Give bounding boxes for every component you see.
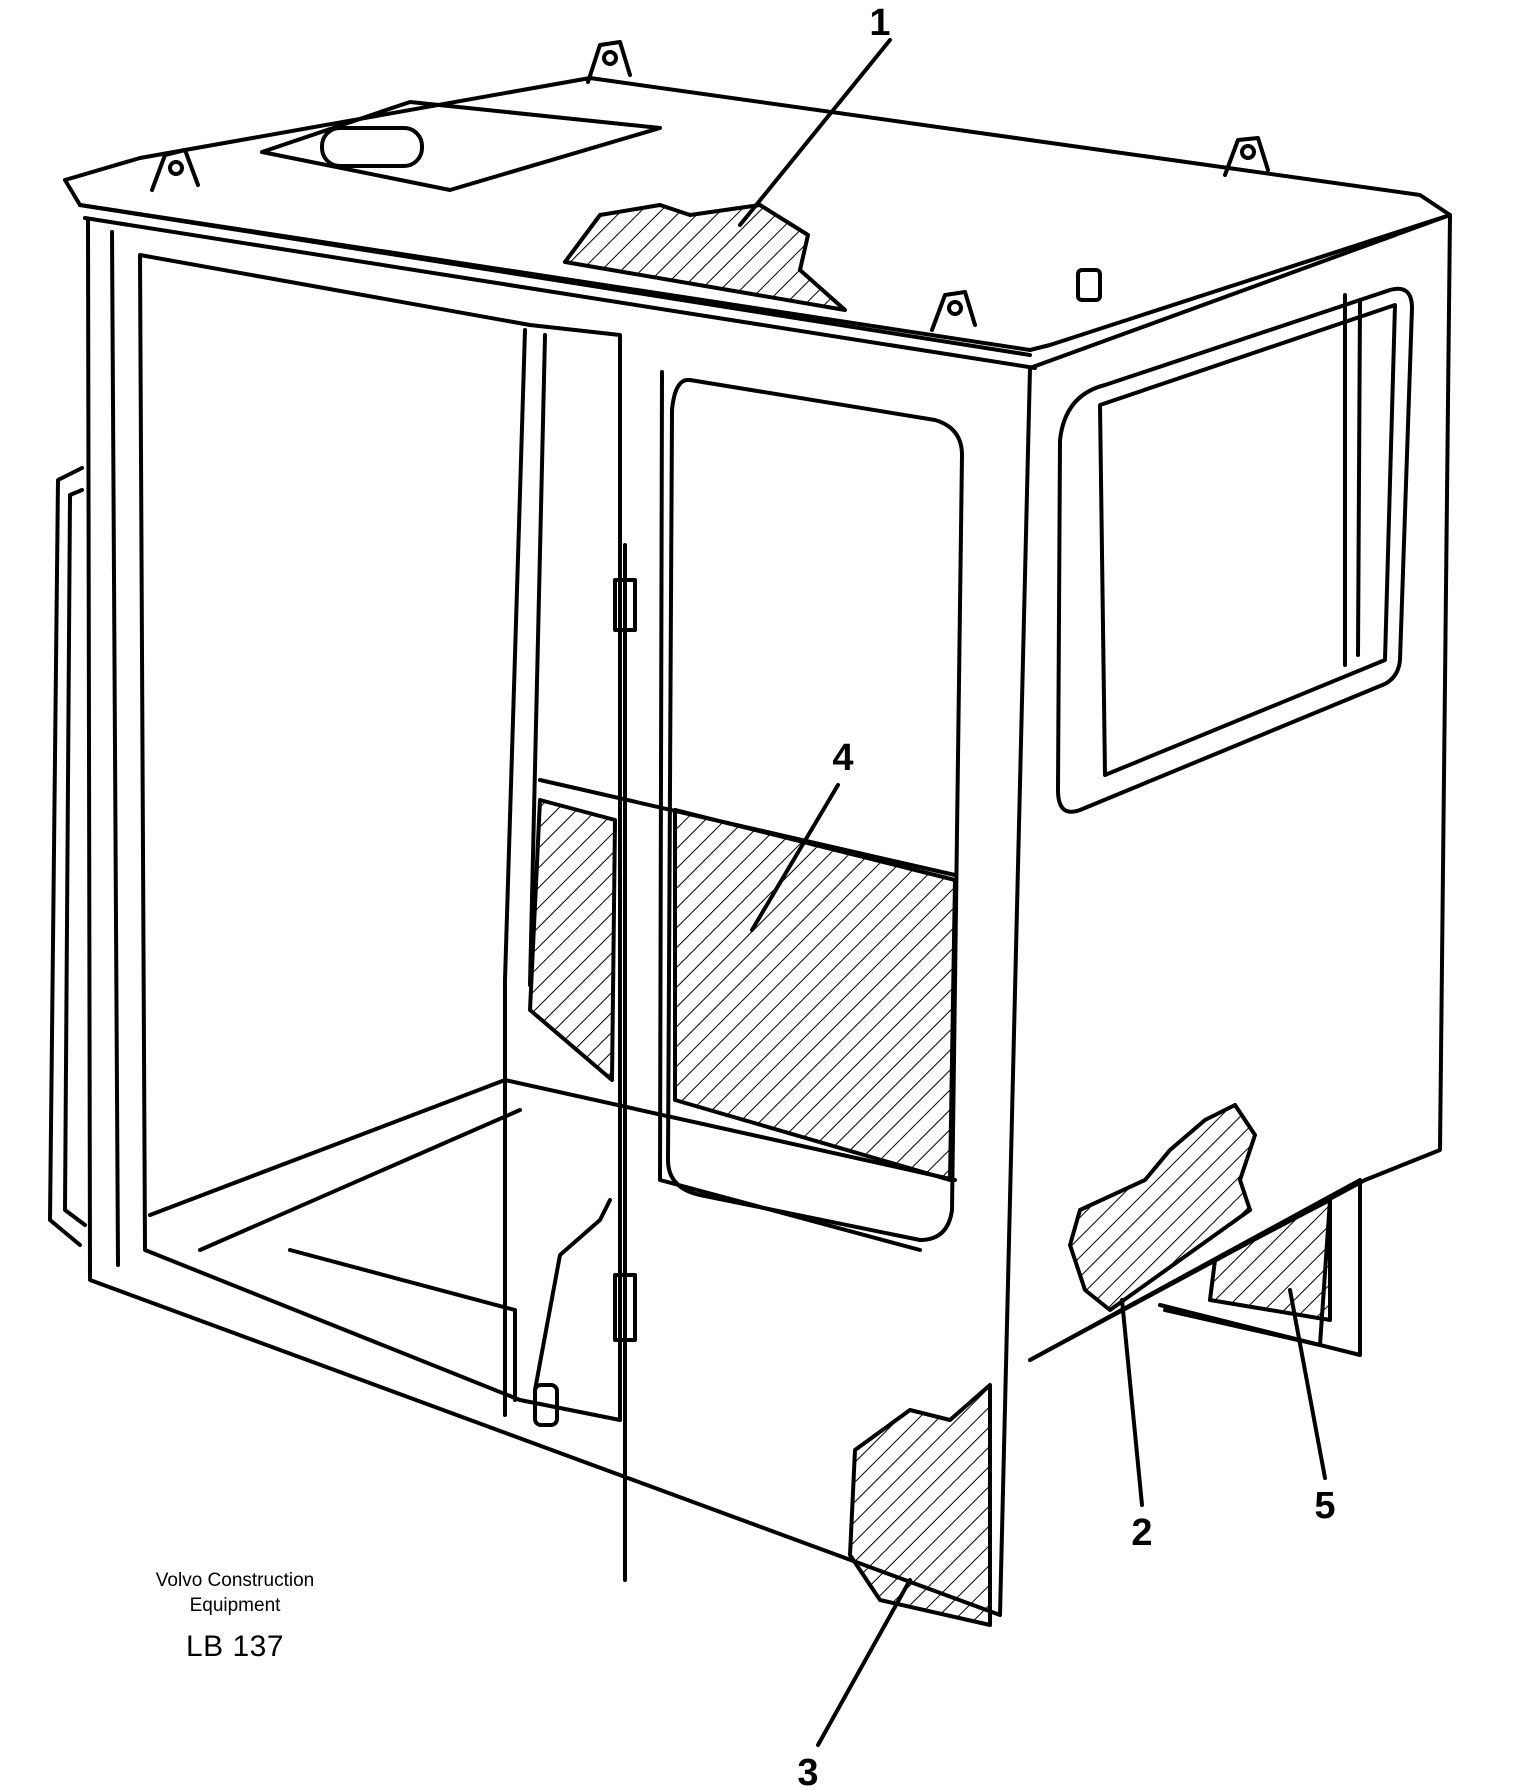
lifting-eye-3	[1223, 136, 1270, 177]
leader-1	[738, 38, 892, 227]
callout-2: 2	[1131, 1512, 1152, 1554]
door-window	[666, 377, 964, 1242]
callout-5: 5	[1314, 1485, 1335, 1527]
callout-3: 3	[797, 1752, 818, 1791]
credit-line-2: Equipment	[189, 1595, 281, 1616]
leader-4	[750, 783, 840, 932]
rear-post	[503, 328, 547, 1417]
roof-front-edge	[78, 203, 1037, 370]
side-insulation-patch	[1068, 1103, 1257, 1312]
cab-floor	[148, 1078, 957, 1252]
lifting-eye-4	[930, 290, 977, 332]
callout-4: 4	[832, 737, 853, 779]
grab-handle	[48, 466, 87, 1247]
publisher-credit: Volvo Construction Equipment LB 137	[110, 1568, 360, 1664]
front-frame-inner	[138, 253, 622, 1422]
leader-5	[1288, 1288, 1327, 1480]
roof-vent	[320, 126, 424, 168]
side-window	[1056, 286, 1414, 814]
roof-insulation-patch	[563, 203, 847, 312]
leader-2	[1120, 1298, 1144, 1507]
front-bottom-patch	[848, 1383, 992, 1627]
lifting-eye-2	[586, 40, 632, 84]
interior-side-hatch	[528, 798, 617, 1082]
credit-line-1: Volvo Construction	[155, 1570, 315, 1591]
lifting-eye-1	[150, 148, 200, 192]
door-handle-rod	[613, 543, 637, 1582]
leader-3	[816, 1578, 912, 1747]
roof-hatch	[260, 100, 662, 192]
rear-bottom-patch	[1208, 1198, 1332, 1322]
front-frame-outer	[86, 218, 1032, 1617]
figure-code: LB 137	[185, 1630, 285, 1663]
roof-post	[1076, 268, 1102, 302]
callout-1: 1	[869, 2, 890, 44]
